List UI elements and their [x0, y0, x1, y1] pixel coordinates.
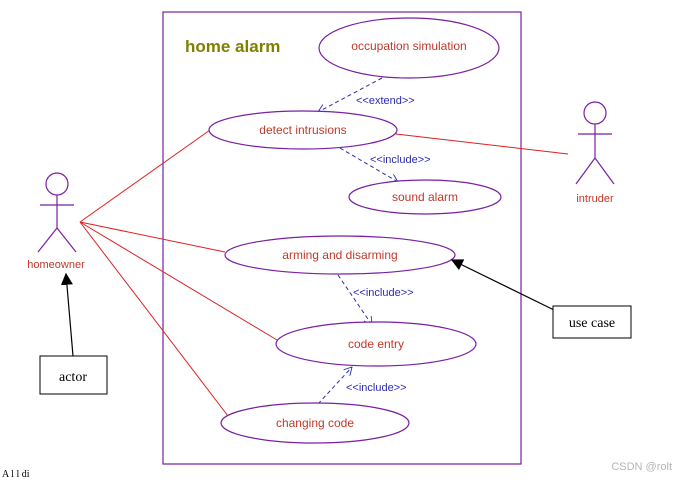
caption-fragment: A l l di [2, 469, 30, 480]
use-case-changing-label: changing code [276, 416, 354, 430]
use-case-detect: detect intrusions [208, 110, 398, 150]
assoc-homeowner-arming [79, 221, 226, 253]
actor-intruder-head-icon [583, 101, 607, 125]
use-case-code: code entry [275, 321, 477, 367]
watermark: CSDN @rolt [611, 461, 672, 473]
include-arrow-changing [317, 367, 352, 405]
note-arrow-actor [60, 272, 74, 357]
extend-label: <<extend>> [356, 95, 415, 107]
actor-homeowner-head-icon [45, 172, 69, 196]
include-label-code: <<include>> [353, 287, 414, 299]
actor-homeowner-label: homeowner [27, 259, 85, 271]
assoc-homeowner-code [79, 221, 278, 341]
use-case-arming: arming and disarming [224, 235, 456, 275]
actor-intruder [575, 101, 615, 185]
associations [79, 129, 569, 417]
note-actor-label: actor [59, 370, 87, 385]
use-case-detect-label: detect intrusions [259, 123, 346, 137]
assoc-homeowner-detect [79, 129, 211, 223]
note-box-actor [39, 355, 108, 395]
assoc-homeowner-changing [79, 221, 229, 417]
include-arrow-sound [339, 147, 398, 182]
extend-arrow [318, 77, 383, 112]
system-boundary [162, 11, 522, 465]
use-case-changing: changing code [220, 402, 410, 444]
use-case-occupation-label: occupation simulation [351, 39, 466, 53]
use-case-sound: sound alarm [348, 179, 502, 215]
include-arrow-code [337, 274, 372, 325]
include-label-sound: <<include>> [370, 154, 431, 166]
actor-homeowner [37, 172, 77, 253]
note-use-case-label: use case [569, 316, 615, 331]
include-label-changing: <<include>> [346, 382, 407, 394]
note-box-use-case [552, 305, 632, 339]
use-case-code-label: code entry [348, 337, 404, 351]
note-arrow-use-case [450, 259, 555, 311]
use-case-occupation: occupation simulation [318, 17, 500, 79]
use-case-sound-label: sound alarm [392, 190, 458, 204]
actor-intruder-label: intruder [576, 193, 614, 205]
system-title: home alarm [185, 37, 280, 56]
assoc-intruder-detect [395, 133, 569, 155]
use-case-arming-label: arming and disarming [282, 248, 397, 262]
